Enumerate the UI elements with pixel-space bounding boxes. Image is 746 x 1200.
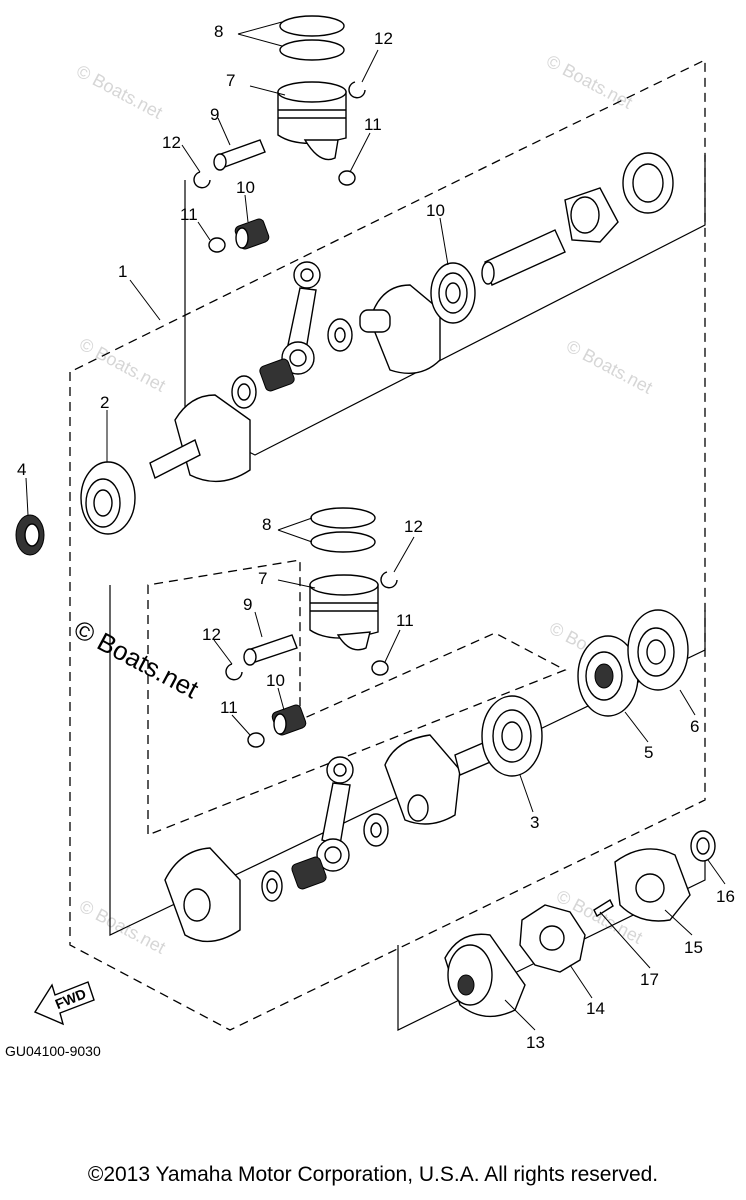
callouts: 8 12 7 9 12 11 10 11 10 1 2 4 8 12 7 9 1… xyxy=(17,22,735,1052)
callout-12: 12 xyxy=(404,517,423,536)
callout-11: 11 xyxy=(220,698,238,717)
upper-crank-box xyxy=(184,155,706,456)
callout-12: 12 xyxy=(202,625,221,644)
callout-12: 12 xyxy=(374,29,393,48)
coupling-group xyxy=(444,830,716,1018)
callout-10: 10 xyxy=(236,178,255,197)
callout-11: 11 xyxy=(180,205,198,224)
watermark: © Boats.net xyxy=(76,334,169,396)
callout-10: 10 xyxy=(266,671,285,690)
callout-6: 6 xyxy=(690,717,699,736)
watermark-main: © Boats.net xyxy=(69,614,204,705)
callout-5: 5 xyxy=(644,743,653,762)
diagram-code: GU04100-9030 xyxy=(5,1043,101,1059)
callout-9: 9 xyxy=(210,105,219,124)
assembly-outline xyxy=(69,58,706,1031)
callout-11: 11 xyxy=(364,115,382,134)
upper-piston-group xyxy=(193,15,366,253)
callout-13: 13 xyxy=(526,1033,545,1052)
watermark: © Boats.net xyxy=(563,336,656,398)
callout-10: 10 xyxy=(426,201,445,220)
callout-9: 9 xyxy=(243,595,252,614)
watermark: © Boats.net xyxy=(543,51,636,113)
watermarks: © Boats.net © Boats.net © Boats.net © Bo… xyxy=(69,51,656,958)
callout-15: 15 xyxy=(684,938,703,957)
watermark: © Boats.net xyxy=(76,896,169,958)
callout-12: 12 xyxy=(162,133,181,152)
callout-3: 3 xyxy=(530,813,539,832)
callout-11: 11 xyxy=(396,611,414,630)
callout-8: 8 xyxy=(214,22,223,41)
callout-1: 1 xyxy=(118,262,127,281)
watermark: © Boats.net xyxy=(73,61,166,123)
fwd-arrow: FWD xyxy=(33,981,95,1026)
leader-lines xyxy=(25,21,726,1031)
callout-17: 17 xyxy=(640,970,659,989)
copyright-notice: ©2013 Yamaha Motor Corporation, U.S.A. A… xyxy=(87,1163,659,1186)
lower-crank-group xyxy=(164,609,689,943)
callout-8: 8 xyxy=(262,515,271,534)
callout-7: 7 xyxy=(258,569,267,588)
upper-crank-group xyxy=(15,152,674,556)
callout-2: 2 xyxy=(100,393,109,412)
lower-piston-group xyxy=(225,507,398,748)
callout-4: 4 xyxy=(17,460,26,479)
callout-16: 16 xyxy=(716,887,735,906)
callout-7: 7 xyxy=(226,71,235,90)
callout-14: 14 xyxy=(586,999,605,1018)
